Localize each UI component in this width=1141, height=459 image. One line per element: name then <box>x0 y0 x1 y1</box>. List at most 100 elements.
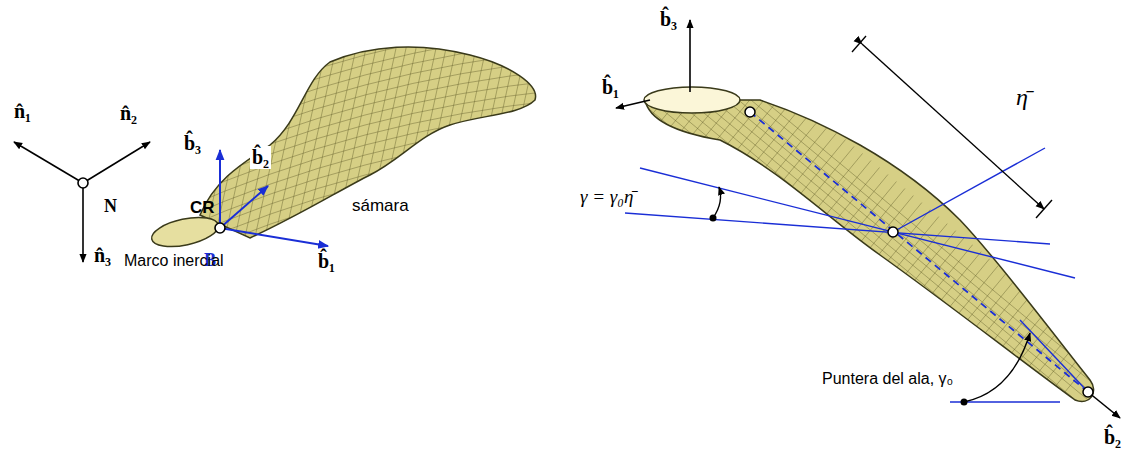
mesh-line <box>180 140 560 240</box>
point-label: CR <box>190 198 215 218</box>
mesh-line <box>180 130 560 230</box>
seed-body <box>149 212 221 252</box>
mesh-line <box>430 30 480 260</box>
mesh-line <box>858 224 947 332</box>
chord-line <box>750 112 1088 392</box>
cr-point <box>215 223 225 233</box>
mesh-line <box>180 150 560 250</box>
axis-label: n̂₂ <box>120 102 137 125</box>
n3-axis <box>82 183 84 262</box>
b3-axis <box>219 150 221 228</box>
mesh-line <box>917 273 1006 381</box>
mesh-line <box>816 189 905 297</box>
axis-label: b̂₃ <box>660 8 677 31</box>
tip-reference-line <box>1020 320 1088 392</box>
mesh-line <box>180 10 560 110</box>
mesh-line <box>909 266 998 374</box>
mesh-line <box>550 30 600 260</box>
mesh-line <box>510 30 560 260</box>
mesh-line <box>866 231 955 339</box>
mesh-line <box>609 97 1071 459</box>
dimension-line <box>852 36 1052 218</box>
mesh-line <box>470 30 520 260</box>
mesh-line <box>640 60 1102 443</box>
note: Puntera del ala, γ₀ <box>822 370 953 388</box>
mesh-line <box>460 30 510 260</box>
mesh-line <box>330 30 380 260</box>
tip-arc <box>964 333 1030 402</box>
angle-dot <box>961 399 968 406</box>
axis-label: n̂₁ <box>14 100 31 123</box>
mesh-line <box>180 210 560 310</box>
reference-line <box>625 213 1050 244</box>
mesh-line <box>714 104 803 212</box>
mesh-line <box>722 111 811 219</box>
mesh-line <box>807 182 896 290</box>
dimension-tick <box>852 36 866 52</box>
mesh-line <box>883 245 972 353</box>
n2-axis <box>83 142 150 183</box>
dimension-tick <box>1036 200 1052 218</box>
mesh-line <box>230 30 280 260</box>
wing-fill <box>645 100 1094 401</box>
axis-label: b̂₁ <box>318 250 335 273</box>
mesh-line <box>180 70 560 170</box>
mesh-line <box>892 252 981 360</box>
axis-label: b̂₃ <box>184 132 201 155</box>
mesh-line <box>500 30 550 260</box>
wing-mesh <box>160 10 600 320</box>
samara-frame <box>616 20 1120 418</box>
mesh-line <box>350 30 400 260</box>
mesh-line <box>260 30 310 260</box>
mesh-line <box>220 30 270 260</box>
mesh-line <box>180 170 560 270</box>
mesh-line <box>300 30 350 260</box>
root-point <box>745 107 755 117</box>
mesh-line <box>420 30 470 260</box>
mesh-line <box>621 27 710 135</box>
mesh-line <box>900 259 989 367</box>
b2-axis <box>220 186 268 228</box>
mesh-line <box>625 78 1087 459</box>
angle-formula: γ = γ₀η̄ <box>580 186 633 208</box>
mesh-line <box>410 30 460 260</box>
mesh-line <box>180 40 560 140</box>
mesh-line <box>240 30 290 260</box>
mesh-line <box>833 203 922 311</box>
b1-axis <box>616 100 650 108</box>
mesh-line <box>270 30 320 260</box>
wing-outline <box>200 47 536 238</box>
b2-axis <box>1088 392 1120 418</box>
body-frame <box>220 150 328 246</box>
mesh-line <box>985 329 1074 437</box>
mesh-line <box>540 30 590 260</box>
angle-arcs <box>713 187 1030 402</box>
mesh-line <box>180 220 560 320</box>
mesh-line <box>635 66 1097 449</box>
mesh-line <box>663 62 752 170</box>
mesh-line <box>180 180 560 280</box>
frame-name: N <box>104 196 117 217</box>
mesh-line <box>977 322 1066 430</box>
mesh-line <box>875 238 964 346</box>
mesh-line <box>993 336 1082 444</box>
b3-axis <box>689 20 691 92</box>
n1-axis <box>14 142 83 183</box>
mesh-line <box>1002 343 1091 451</box>
mesh-line <box>440 30 490 260</box>
axis-label: b̂₂ <box>1104 426 1121 449</box>
angle-dot <box>710 215 717 222</box>
axis-label: b̂₂ <box>250 146 271 169</box>
mesh-line <box>849 217 938 325</box>
origin-dot <box>78 178 88 188</box>
twist-arc <box>713 187 721 218</box>
part-name: sámara <box>352 196 409 216</box>
frame-caption: Marco inercial <box>124 252 224 270</box>
mesh-line <box>280 30 330 260</box>
mesh-line <box>672 69 761 177</box>
axis-label: n̂₃ <box>94 244 111 267</box>
inertial-frame <box>14 142 150 262</box>
reference-line <box>640 168 1075 278</box>
